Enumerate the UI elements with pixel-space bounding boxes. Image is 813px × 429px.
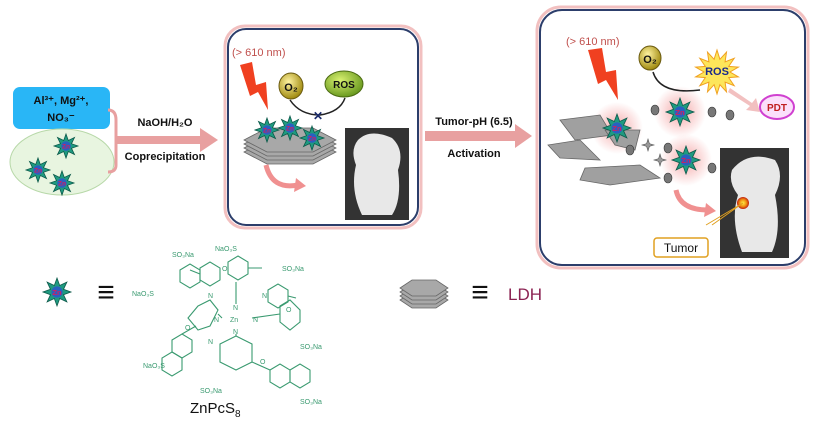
atom-label: N [233, 329, 238, 336]
substituent-label: SO₃Na [300, 399, 322, 406]
zn-star-label: Zn [612, 124, 622, 133]
ldh-label: LDH [508, 285, 542, 304]
zn-star-label: Zn [52, 288, 62, 297]
atom-label: N [253, 317, 258, 324]
zn-star-label: Zn [308, 135, 316, 142]
atom-label: O [185, 325, 191, 332]
o2-ball [638, 45, 662, 71]
substituent-label: NaO₃S [132, 291, 154, 298]
atom-label: N [214, 317, 219, 324]
zn-star-label: Zn [58, 180, 66, 187]
substituent-label: SO₃Na [300, 344, 322, 351]
step2-bottom-label: Activation [447, 148, 500, 160]
zn-star-label: Zn [263, 127, 271, 134]
zn-star-label: Zn [62, 143, 70, 150]
pdt-cloud [759, 94, 795, 120]
mouse-image-tumor [720, 148, 789, 258]
curved-arrow [673, 189, 709, 213]
equiv-symbol: ≡ [97, 276, 115, 309]
mouse-image-dark [345, 128, 409, 220]
zn-star-label: Zn [681, 156, 691, 165]
equiv-symbol: ≡ [471, 276, 489, 309]
atom-label: Zn [230, 317, 238, 324]
curved-arrow [263, 164, 299, 189]
panel2-ros-label: ROS [705, 66, 729, 78]
coprecipitation-arrow [116, 128, 218, 152]
zn-star-label: Zn [675, 108, 685, 117]
ion-box [13, 87, 110, 129]
substituent-label: NaO₃S [215, 246, 237, 253]
atom-label: N [208, 339, 213, 346]
light-bolt-icon [240, 62, 268, 110]
ions-line2: NO₃⁻ [47, 112, 75, 124]
ros-burst [693, 48, 741, 96]
ions-line1: Al³⁺, Mg²⁺, [34, 95, 89, 107]
step1-top-label: NaOH/H₂O [137, 117, 192, 129]
substituent-label: NaO₃S [143, 363, 165, 370]
step2-top-label: Tumor-pH (6.5) [435, 116, 513, 128]
blocked-mark: ✕ [313, 109, 323, 123]
znpcs8-structure [161, 255, 311, 389]
substituent-label: SO₃Na [172, 252, 194, 259]
atom-label: N [208, 293, 213, 300]
ldh-legend-icon [399, 279, 449, 309]
atom-label: O [260, 359, 266, 366]
tumor-label: Tumor [664, 241, 698, 255]
atom-label: N [233, 305, 238, 312]
panel1-ros-label: ROS [333, 80, 355, 91]
panel1-o2-label: O₂ [284, 82, 298, 94]
light-bolt-icon [588, 48, 618, 100]
pdt-label: PDT [767, 103, 787, 114]
panel2-o2-label: O₂ [643, 54, 657, 66]
ros-ball [324, 70, 364, 98]
zn-star-label: Zn [286, 125, 294, 132]
atom-label: O [286, 307, 292, 314]
panel2-light-label: (> 610 nm) [566, 36, 620, 48]
zn-star-label: Zn [34, 167, 42, 174]
compound-label: ZnPcS8 [190, 400, 241, 420]
zn-star-legend-icon: Zn [41, 276, 73, 308]
substituent-label: SO₃Na [200, 388, 222, 395]
atom-label: O [222, 266, 228, 273]
tumor-callout [653, 237, 709, 258]
ldh-fragments [547, 104, 735, 186]
activation-arrow [425, 124, 532, 148]
step1-bottom-label: Coprecipitation [125, 151, 206, 163]
reaction-path [289, 97, 346, 116]
pdt-arrow [728, 88, 760, 112]
atom-label: N [262, 293, 267, 300]
panel1-light-label: (> 610 nm) [232, 47, 286, 59]
substituent-label: SO₃Na [282, 266, 304, 273]
o2-ball [278, 72, 304, 100]
